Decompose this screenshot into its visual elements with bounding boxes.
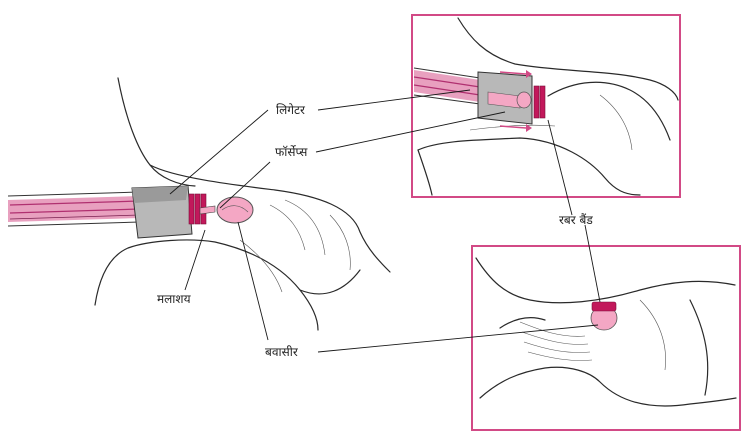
leader-band-top bbox=[547, 119, 573, 216]
ligator-rod-1 bbox=[7, 191, 141, 197]
inset-top-rod-edge-1 bbox=[413, 67, 481, 79]
rectum-fold-4 bbox=[239, 239, 283, 293]
leader-hemorrhoid-inset bbox=[317, 324, 599, 353]
inset-top-rod-stripe-2 bbox=[413, 84, 481, 96]
main-band-1 bbox=[188, 193, 195, 225]
main-illustration bbox=[7, 77, 391, 341]
inset-bottom-frame bbox=[471, 245, 741, 431]
rectum-outline-lower bbox=[94, 239, 319, 331]
inset-bottom-striation-3 bbox=[523, 341, 591, 353]
ligator-rod-stripe-1 bbox=[9, 200, 141, 206]
label-hemorrhoid: बवासीर bbox=[265, 345, 298, 359]
inset-top-rod-stripe-1 bbox=[413, 76, 481, 88]
inset-top-rod-fill bbox=[414, 70, 480, 102]
inset-top-arrowhead-down bbox=[526, 124, 532, 132]
label-rubber-band: रबर बैंड bbox=[559, 213, 593, 227]
label-ligator: लिगेटर bbox=[276, 103, 305, 117]
main-band-2 bbox=[194, 193, 201, 225]
ligator-rod-stripe-3 bbox=[9, 214, 141, 220]
inset-bottom-outline-lower bbox=[479, 366, 737, 407]
inset-top-outline-lip bbox=[547, 81, 671, 141]
main-hemorrhoid-detail bbox=[221, 205, 249, 213]
inset-top-outline-lower bbox=[417, 137, 641, 196]
leader-band-bottom bbox=[584, 224, 601, 303]
rectum-fold-3 bbox=[329, 214, 351, 271]
inset-top bbox=[315, 14, 681, 198]
leader-rectum bbox=[184, 229, 206, 291]
leader-ligator-inset bbox=[317, 89, 471, 111]
inset-top-rod-edge-2 bbox=[413, 94, 481, 105]
main-hemorrhoid bbox=[216, 196, 254, 224]
inset-top-outline-left bbox=[417, 149, 433, 196]
inset-top-frame bbox=[411, 14, 681, 198]
inset-top-hemorrhoid bbox=[516, 91, 532, 109]
label-forceps: फॉर्सेप्स bbox=[275, 145, 308, 159]
inset-bottom-outline-left bbox=[499, 317, 546, 329]
inset-top-fold-1 bbox=[599, 94, 633, 151]
label-rectum: मलाशय bbox=[157, 292, 191, 306]
inset-bottom-outline-right bbox=[689, 299, 709, 396]
rectum-outline-upper bbox=[117, 77, 391, 273]
leader-forceps bbox=[219, 161, 271, 209]
leader-forceps-inset bbox=[315, 111, 506, 153]
ligator-rod-2 bbox=[7, 221, 141, 227]
inset-top-band-2 bbox=[539, 85, 546, 119]
inset-top-outline-upper bbox=[457, 17, 679, 101]
inset-bottom-striation-2 bbox=[521, 331, 589, 345]
inset-bottom-fold-1 bbox=[639, 299, 666, 371]
inset-bottom-striation-1 bbox=[519, 321, 586, 337]
inset-top-arrow-up bbox=[499, 71, 527, 75]
rectum-outline-lower-back bbox=[299, 269, 361, 295]
inset-top-arrow-down bbox=[499, 125, 527, 129]
leader-hemorrhoid-main bbox=[237, 221, 269, 341]
inset-top-band-1 bbox=[533, 85, 540, 119]
inset-bottom bbox=[317, 119, 741, 431]
inset-top-fold-2 bbox=[469, 124, 556, 131]
rectum-inner-fold bbox=[149, 164, 196, 187]
forceps-tip bbox=[199, 205, 216, 215]
inset-bottom-outline-upper bbox=[475, 257, 736, 304]
rectum-fold-2 bbox=[284, 199, 326, 256]
ligator-rod-stripe-2 bbox=[9, 208, 141, 214]
inset-top-forceps bbox=[487, 91, 521, 109]
rectum-fold-1 bbox=[269, 204, 306, 251]
inset-bottom-striation-4 bbox=[527, 351, 593, 361]
inset-bottom-band bbox=[591, 301, 617, 312]
leader-ligator bbox=[169, 109, 269, 195]
inset-top-arrowhead-up bbox=[526, 70, 532, 78]
